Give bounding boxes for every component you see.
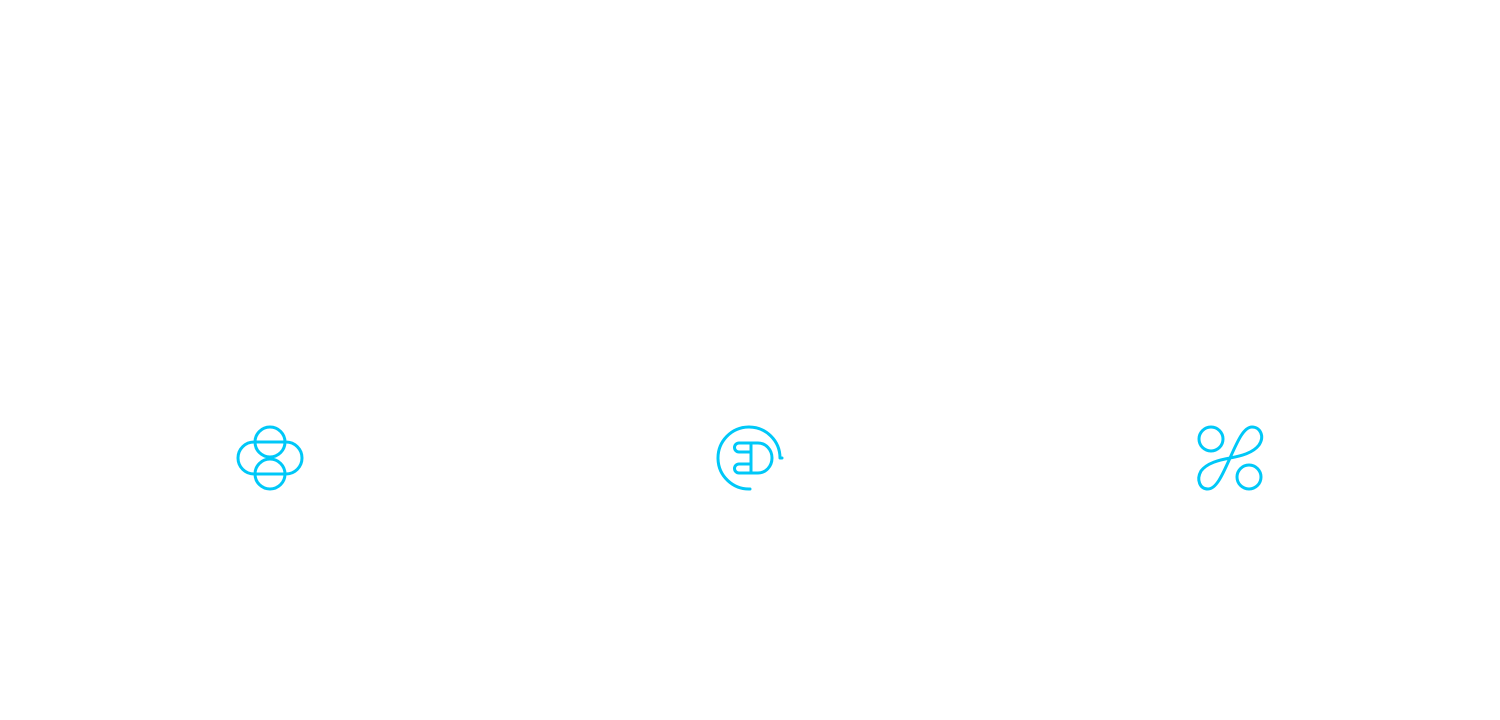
infinity-loop-logo-icon — [1197, 425, 1264, 491]
overlapping-circles-logo-icon — [236, 425, 304, 491]
plug-logo-icon — [716, 425, 784, 491]
